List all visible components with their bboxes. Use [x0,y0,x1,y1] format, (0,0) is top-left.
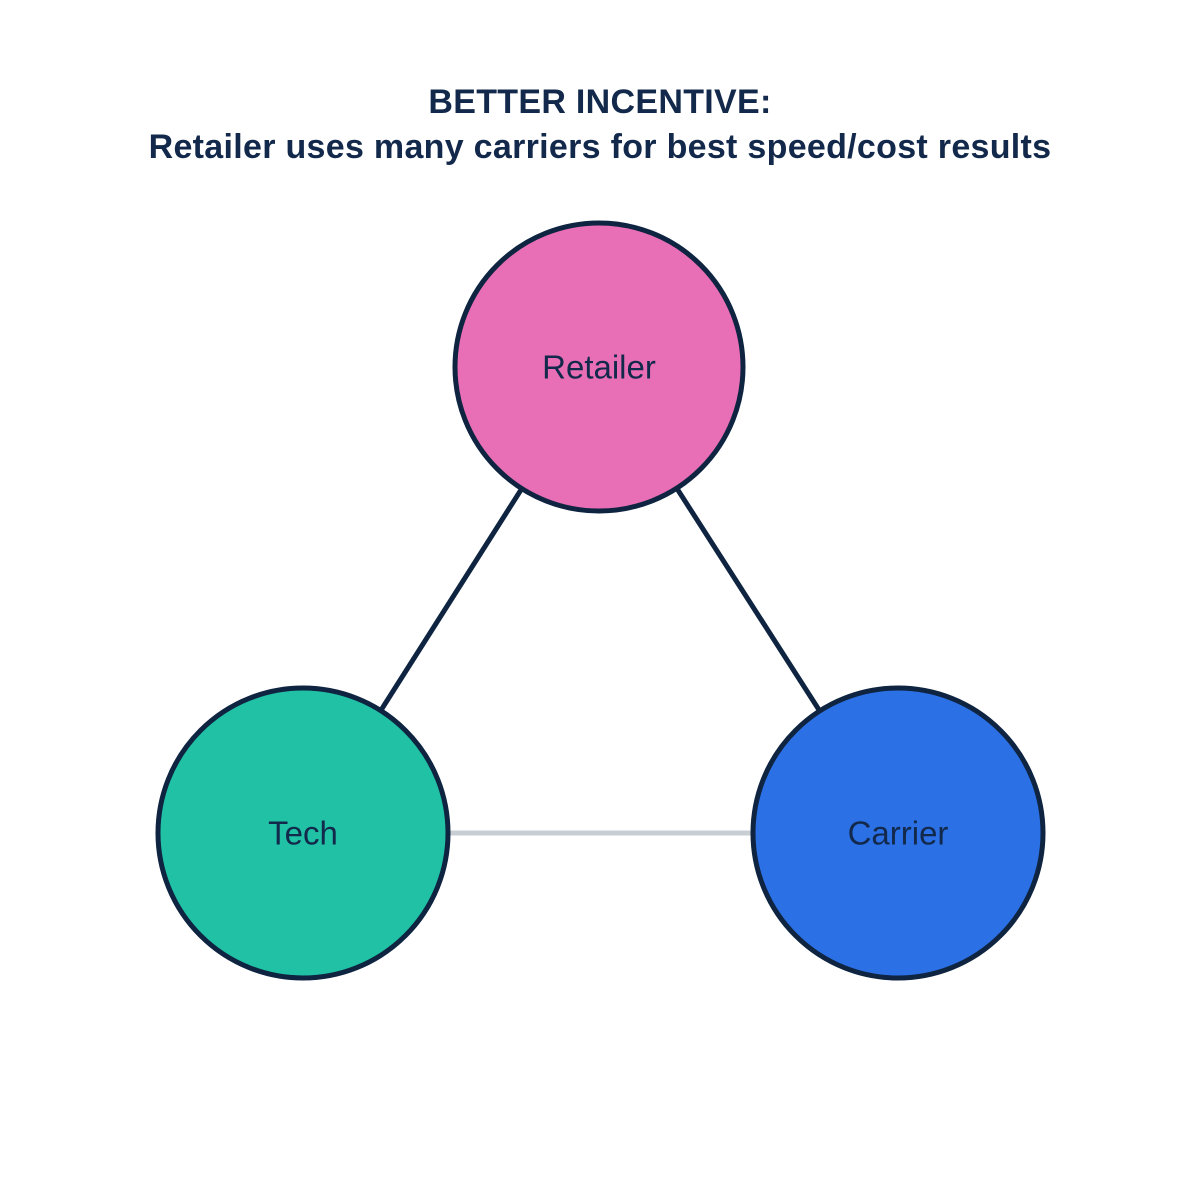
node-tech [155,685,451,981]
node-retailer-label: Retailer [542,349,656,386]
node-carrier-label: Carrier [848,815,949,852]
title-line-2: Retailer uses many carriers for best spe… [148,128,1052,166]
node-carrier [750,685,1046,981]
node-retailer [452,220,746,514]
node-tech-label: Tech [268,815,338,852]
diagram-title: BETTER INCENTIVE: Retailer uses many car… [0,80,1200,170]
title-line-1: BETTER INCENTIVE: [428,83,772,121]
